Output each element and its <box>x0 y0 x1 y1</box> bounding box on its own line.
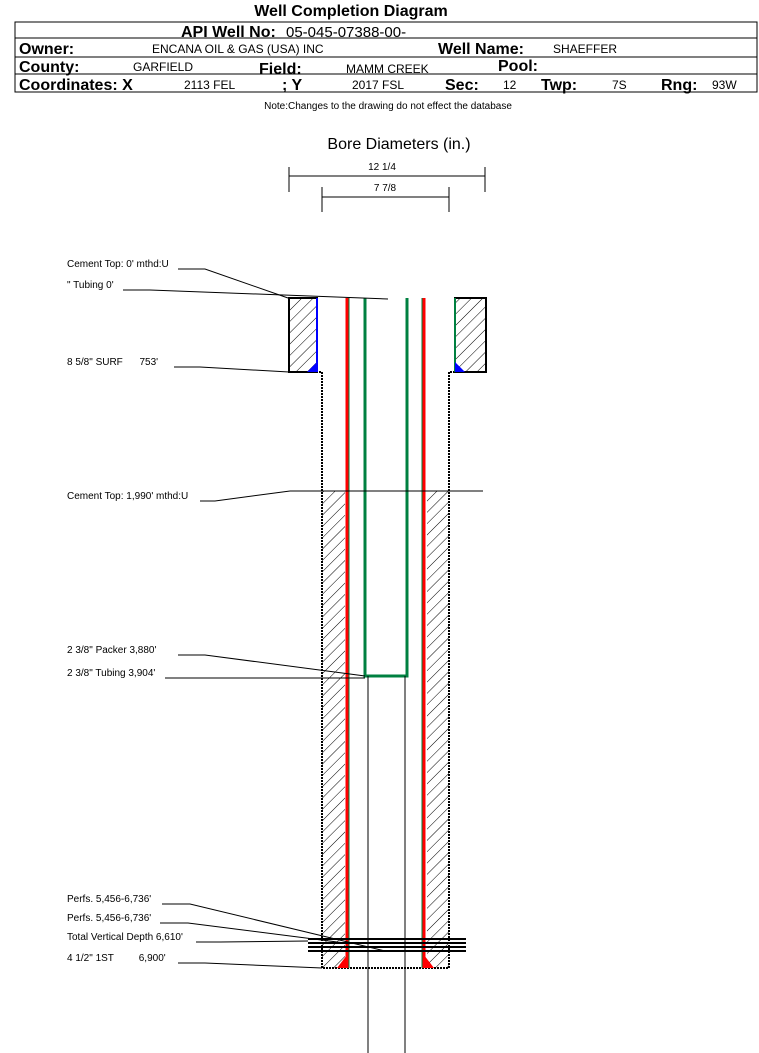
pool-label: Pool: <box>498 58 538 75</box>
api-label: API Well No: <box>181 24 276 41</box>
label-surface-casing: 8 5/8" SURF 753' <box>67 357 158 368</box>
label-cement-top-1: Cement Top: 0' mthd:U <box>67 259 169 270</box>
county-value: GARFIELD <box>133 60 193 74</box>
well-name-label: Well Name: <box>438 41 524 58</box>
tubing <box>363 298 409 678</box>
sec-value: 12 <box>503 78 517 92</box>
twp-label: Twp: <box>541 77 577 94</box>
label-tubing: 2 3/8" Tubing 3,904' <box>67 668 155 679</box>
field-label: Field: <box>259 61 302 78</box>
label-perfs-2: Perfs. 5,456-6,736' <box>67 913 151 924</box>
bore-outer-label: 12 1/4 <box>368 162 396 173</box>
label-tubing-0: " Tubing 0' <box>67 280 114 291</box>
bore-title: Bore Diameters (in.) <box>327 136 470 153</box>
bore-inner-label: 7 7/8 <box>374 183 397 194</box>
owner-value: ENCANA OIL & GAS (USA) INC <box>152 42 324 56</box>
owner-label: Owner: <box>19 41 74 58</box>
api-value: 05-045-07388-00- <box>286 24 406 41</box>
page-title: Well Completion Diagram <box>254 3 448 20</box>
label-packer: 2 3/8" Packer 3,880' <box>67 645 156 656</box>
coord-y-value: 2017 FSL <box>352 78 404 92</box>
label-production-casing: 4 1/2" 1ST 6,900' <box>67 953 166 964</box>
note: Note:Changes to the drawing do not effec… <box>264 101 512 112</box>
rng-label: Rng: <box>661 77 697 94</box>
twp-value: 7S <box>612 78 627 92</box>
header-table <box>14 21 758 93</box>
field-value: MAMM CREEK <box>346 62 429 76</box>
sec-label: Sec: <box>445 77 479 94</box>
coord-y-label: ; Y <box>282 77 302 94</box>
county-label: County: <box>19 59 79 76</box>
well-name-value: SHAEFFER <box>553 42 617 56</box>
wellbore <box>288 297 487 1053</box>
leader-lines <box>123 268 389 969</box>
rng-value: 93W <box>712 78 737 92</box>
coord-x-value: 2113 FEL <box>184 78 235 92</box>
label-perfs-1: Perfs. 5,456-6,736' <box>67 894 151 905</box>
label-tvd: Total Vertical Depth 6,610' <box>67 932 183 943</box>
bore-dimensions <box>288 167 486 212</box>
label-cement-top-2: Cement Top: 1,990' mthd:U <box>67 491 188 502</box>
coord-x-label: Coordinates: X <box>19 77 133 94</box>
